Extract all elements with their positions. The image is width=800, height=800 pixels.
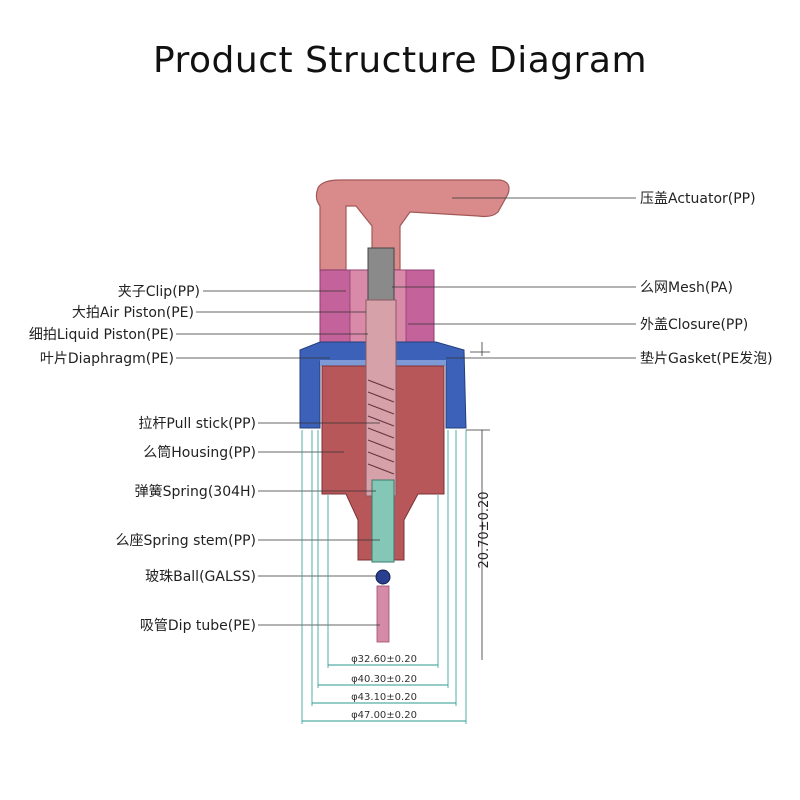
label-pull-stick: 拉杆Pull stick(PP) — [138, 416, 256, 432]
dimension-lines — [302, 664, 466, 722]
label-clip: 夹子Clip(PP) — [118, 284, 200, 300]
label-dip-tube: 吸管Dip tube(PE) — [140, 618, 256, 634]
page-title: Product Structure Diagram — [152, 40, 648, 81]
dimension-d3: φ43.10±0.20 — [351, 692, 417, 703]
dimension-extension-lines — [301, 430, 467, 724]
ball-shape — [375, 569, 391, 585]
actuator-shape — [315, 179, 510, 271]
right-leader-lines — [392, 197, 636, 359]
label-air-piston: 大拍Air Piston(PE) — [72, 305, 194, 321]
label-housing: 么筒Housing(PP) — [143, 444, 256, 461]
height-dimension-line — [466, 342, 490, 660]
label-mesh: 么网Mesh(PA) — [640, 280, 733, 296]
pull-stick-shape — [365, 299, 397, 497]
mesh-shape — [367, 247, 395, 301]
label-liquid-piston: 细拍Liquid Piston(PE) — [29, 327, 174, 343]
label-spring: 弹簧Spring(304H) — [135, 484, 256, 500]
label-actuator: 压盖Actuator(PP) — [640, 191, 756, 207]
label-gasket: 垫片Gasket(PE发泡) — [640, 351, 773, 367]
dimension-d1: φ32.60±0.20 — [351, 654, 417, 665]
dimension-height: 20.70±0.20 — [477, 491, 492, 568]
spring-shape — [367, 379, 395, 475]
label-ball: 玻珠Ball(GALSS) — [145, 569, 256, 585]
dimension-d4: φ47.00±0.20 — [351, 710, 417, 721]
spring-stem-shape — [371, 479, 395, 563]
dimension-d2: φ40.30±0.20 — [351, 674, 417, 685]
label-spring-stem: 么座Spring stem(PP) — [116, 533, 256, 549]
dip-tube-shape — [376, 585, 390, 643]
label-diaphragm: 叶片Diaphragm(PE) — [40, 351, 174, 367]
left-leader-lines — [176, 290, 380, 626]
label-closure: 外盖Closure(PP) — [640, 317, 748, 333]
